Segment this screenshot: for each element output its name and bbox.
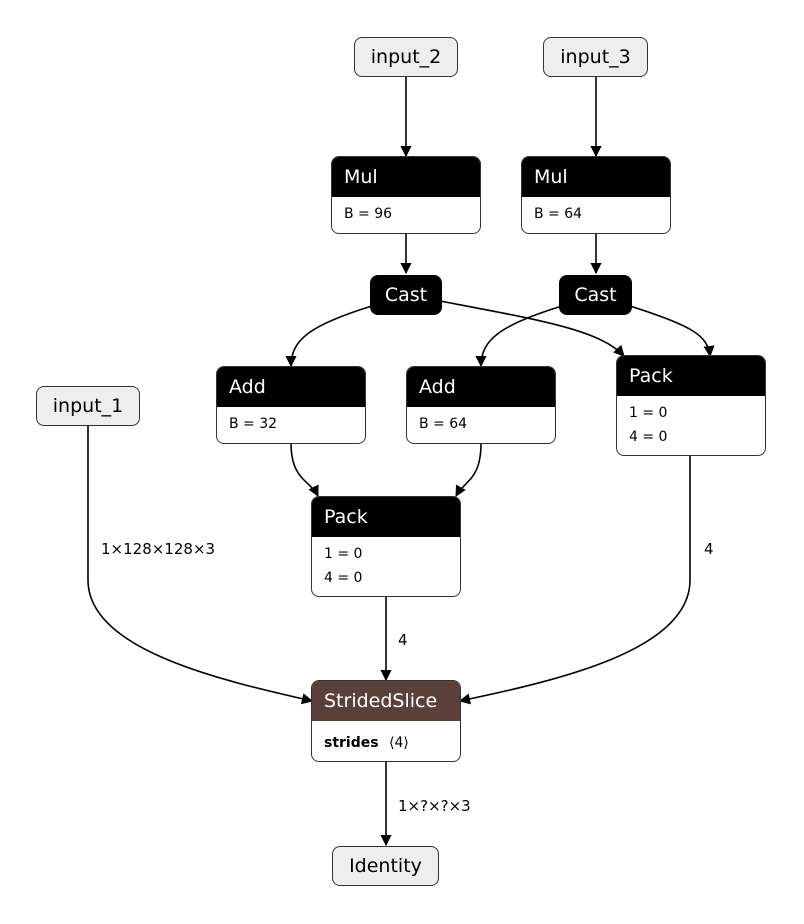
pack-middle-header: Pack xyxy=(312,497,460,537)
output-node-identity[interactable]: Identity xyxy=(332,846,439,886)
input-1-label: input_1 xyxy=(52,395,124,417)
add-right-attr: B = 64 xyxy=(419,416,468,432)
add-left-header: Add xyxy=(217,367,365,407)
edge-cast-right-pack-right xyxy=(629,305,715,358)
input-node-input-1[interactable]: input_1 xyxy=(36,386,140,426)
edge-label-pack-right: 4 xyxy=(704,540,714,558)
add-node-left[interactable]: Add B = 32 xyxy=(216,366,366,444)
strides-attr-value: ⟨4⟩ xyxy=(389,735,409,751)
cast-right-label: Cast xyxy=(574,284,617,306)
pack-node-right[interactable]: Pack 1 = 0 4 = 0 xyxy=(616,355,766,456)
strided-slice-node[interactable]: StridedSlice strides ⟨4⟩ xyxy=(311,680,461,762)
mul-node-left[interactable]: Mul B = 96 xyxy=(331,156,481,234)
strides-attr-key: strides xyxy=(324,735,379,751)
mul-node-right[interactable]: Mul B = 64 xyxy=(521,156,671,234)
cast-node-right[interactable]: Cast xyxy=(559,275,632,315)
mul-left-attr: B = 96 xyxy=(344,206,393,222)
cast-node-left[interactable]: Cast xyxy=(370,275,442,315)
pack-right-attr-2: 4 = 0 xyxy=(629,429,668,445)
edge-label-input1-shape: 1×128×128×3 xyxy=(101,540,216,558)
input-3-label: input_3 xyxy=(560,46,631,68)
edge-cast-left-add-left xyxy=(285,305,373,368)
edge-add-right-pack-mid xyxy=(455,442,482,497)
edge-add-left-pack-mid xyxy=(290,442,319,498)
edge-cast-left-pack-right xyxy=(439,300,625,357)
edge-input1-slice xyxy=(87,425,314,705)
strided-slice-header: StridedSlice xyxy=(312,681,460,721)
edge-label-output-shape: 1×?×?×3 xyxy=(398,797,471,815)
pack-right-attr-1: 1 = 0 xyxy=(629,405,668,421)
mul-left-header: Mul xyxy=(332,157,480,197)
input-2-label: input_2 xyxy=(370,46,442,68)
input-node-input-2[interactable]: input_2 xyxy=(354,37,458,77)
mul-right-header: Mul xyxy=(522,157,670,197)
add-left-attr: B = 32 xyxy=(229,416,278,432)
pack-middle-attr-2: 4 = 0 xyxy=(324,570,363,586)
cast-left-label: Cast xyxy=(384,284,428,306)
add-right-header: Add xyxy=(407,367,555,407)
edge-cast-right-add-right xyxy=(475,305,563,368)
mul-right-attr: B = 64 xyxy=(534,206,583,222)
edge-pack-right-slice xyxy=(458,456,691,705)
input-node-input-3[interactable]: input_3 xyxy=(543,37,648,77)
pack-node-middle[interactable]: Pack 1 = 0 4 = 0 xyxy=(311,496,461,597)
add-node-right[interactable]: Add B = 64 xyxy=(406,366,556,444)
pack-middle-attr-1: 1 = 0 xyxy=(324,546,363,562)
pack-right-header: Pack xyxy=(617,356,765,396)
edge-label-pack-middle: 4 xyxy=(398,631,408,649)
identity-label: Identity xyxy=(349,855,422,877)
